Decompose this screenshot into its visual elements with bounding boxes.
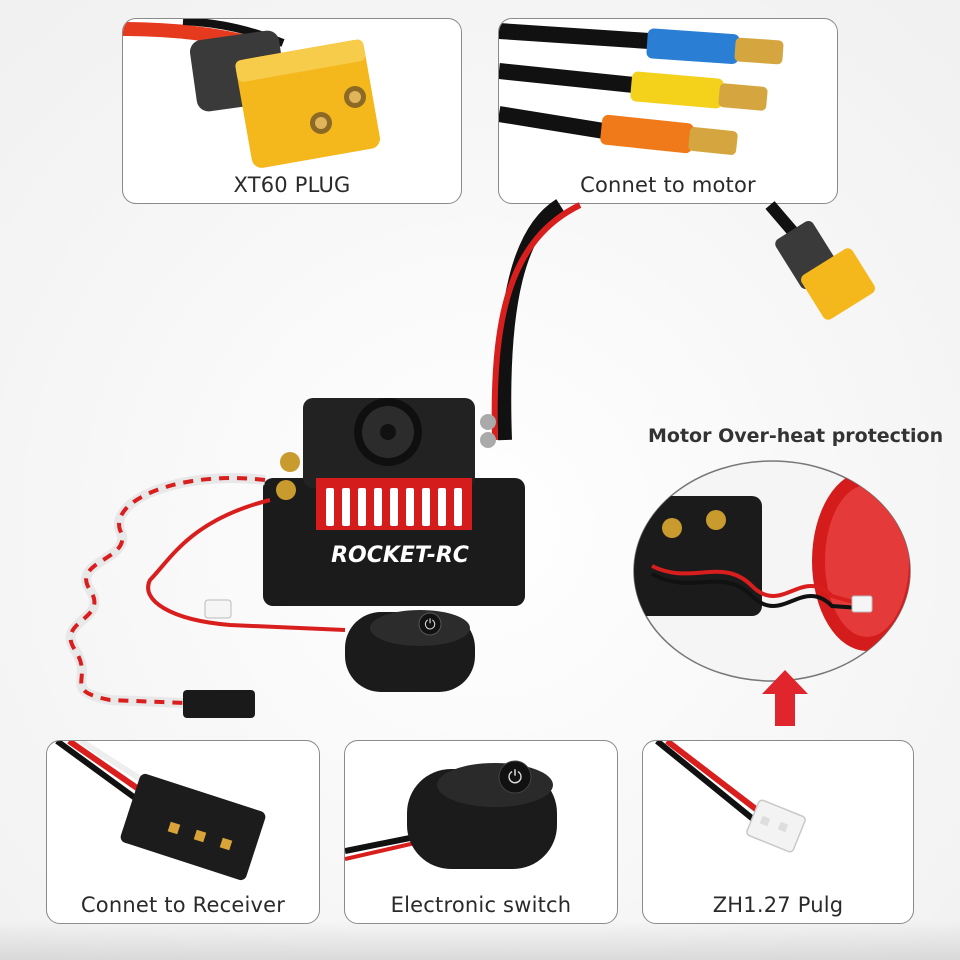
- overheat-detail-image: [633, 460, 911, 682]
- card-receiver-plug: Connet to Receiver: [46, 740, 320, 924]
- electronic-switch-image: ⏻: [345, 760, 557, 869]
- card-motor-connectors: Connet to motor: [498, 18, 838, 204]
- zh-plug-image: [655, 741, 806, 853]
- overheat-heading: Motor Over-heat protection: [648, 425, 944, 447]
- motor-bullet-connectors-image: [499, 23, 784, 155]
- receiver-plug-small: [183, 690, 255, 718]
- receiver-plug-image: [55, 741, 266, 881]
- card-electronic-switch: ⏻ Electronic switch: [344, 740, 618, 924]
- caption-receiver: Connet to Receiver: [80, 893, 286, 917]
- card-xt60-plug: XT60 PLUG: [122, 18, 462, 204]
- electronic-switch-main: ⏻: [345, 610, 475, 692]
- power-icon: ⏻: [508, 767, 522, 788]
- caption-switch: Electronic switch: [390, 893, 572, 917]
- xt60-plug-image: [123, 19, 380, 168]
- up-arrow-icon: [762, 670, 808, 726]
- caption-xt60-plug: XT60 PLUG: [233, 173, 351, 197]
- esc-body: [263, 398, 525, 606]
- power-icon: ⏻: [424, 617, 435, 633]
- card-zh-plug: ZH1.27 Pulg: [642, 740, 914, 924]
- caption-motor: Connet to motor: [580, 173, 756, 197]
- caption-zh: ZH1.27 Pulg: [712, 893, 844, 917]
- brand-logo: ROCKET-RC: [331, 543, 469, 568]
- bottom-fade: [0, 920, 960, 960]
